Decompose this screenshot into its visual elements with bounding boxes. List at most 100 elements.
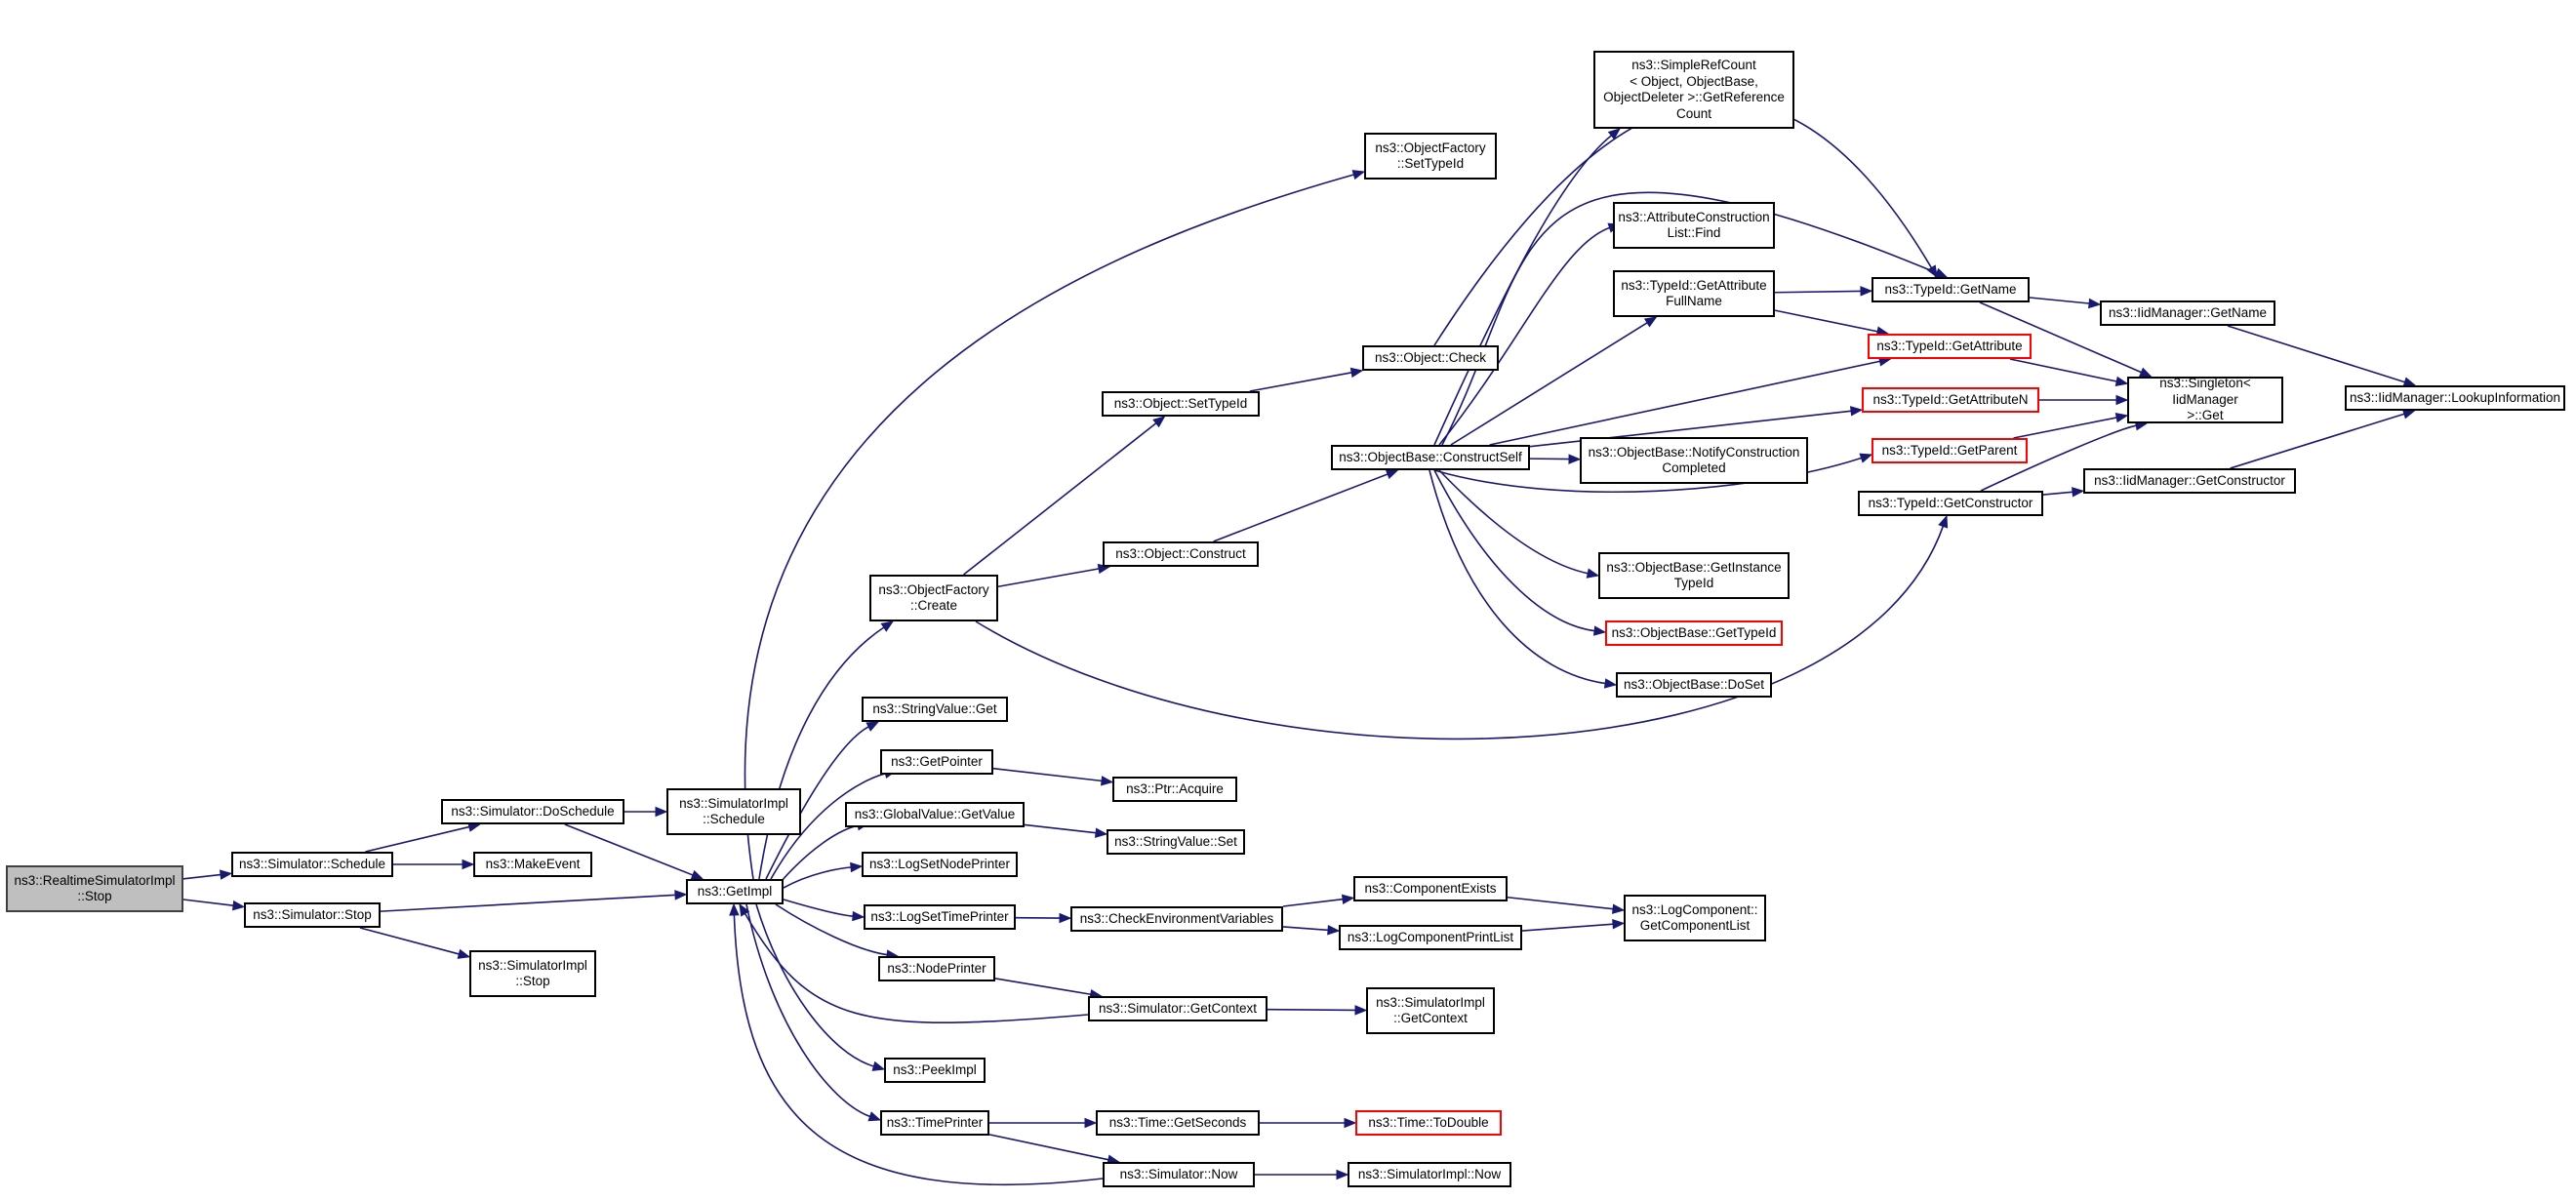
edge-arrowhead [2114,376,2129,386]
node-logcomponentprintlist[interactable]: ns3::LogComponentPrintList [1339,925,1522,950]
edge-object_settypeid-to-object_check [1249,371,1353,392]
edge-ob_constructself-to-typeid_getparent [1433,457,1863,494]
edge-arrowhead [462,859,475,870]
node-ob-getinstancetypeid[interactable]: ns3::ObjectBase::GetInstance TypeId [1598,552,1790,599]
node-typeid-getconstructor[interactable]: ns3::TypeId::GetConstructor [1858,491,2043,516]
edge-arrowhead [1859,453,1873,463]
edge-getimpl-to-of_settypeid [744,173,1355,880]
node-simplerefcount[interactable]: ns3::SimpleRefCount < Object, ObjectBase… [1593,51,1794,129]
node-singleton-get[interactable]: ns3::Singleton< IidManager >::Get [2127,376,2283,423]
node-of-settypeid[interactable]: ns3::ObjectFactory ::SetTypeId [1364,133,1497,180]
node-sim-getcontext[interactable]: ns3::Simulator::GetContext [1088,996,1268,1021]
edge-arrowhead [1354,1005,1368,1016]
node-stringvalue-set[interactable]: ns3::StringValue::Set [1107,829,1245,855]
edge-typeid_getconstructor-to-iidmanager_getconstructor [2042,491,2074,496]
edge-sim_stop-to-simimpl_stop [359,927,461,955]
node-stringvalue-get[interactable]: ns3::StringValue::Get [862,697,1008,722]
edge-ob_constructself-to-typeid_getattribute [1489,360,1881,446]
node-globalvalue-getvalue[interactable]: ns3::GlobalValue::GetValue [845,802,1025,827]
node-attrconstlist-find[interactable]: ns3::AttributeConstruction List::Find [1613,202,1775,249]
node-typeid-getattributen[interactable]: ns3::TypeId::GetAttributeN [1862,387,2039,413]
edge-arrowhead [457,948,471,959]
edge-typeid_getattribute-to-singleton_get [2009,358,2118,382]
node-simimpl-schedule[interactable]: ns3::SimulatorImpl ::Schedule [666,788,801,835]
edge-arrowhead [729,902,740,916]
node-of-create[interactable]: ns3::ObjectFactory ::Create [869,575,998,621]
node-logcomponent-getlist[interactable]: ns3::LogComponent:: GetComponentList [1624,895,1766,941]
node-simimpl-stop[interactable]: ns3::SimulatorImpl ::Stop [469,950,596,997]
edge-arrowhead [1586,568,1600,579]
edge-arrowhead [1084,1117,1098,1129]
edge-checkenvvars-to-componentexists [1282,898,1345,907]
edge-arrowhead [1568,454,1582,464]
node-iidmanager-getconstructor[interactable]: ns3::IidManager::GetConstructor [2083,468,2296,494]
node-sim-schedule[interactable]: ns3::Simulator::Schedule [231,852,393,877]
edge-arrowhead [1938,514,1949,529]
node-iidmanager-lookup[interactable]: ns3::IidManager::LookupInformation [2345,385,2565,411]
node-ptr-acquire[interactable]: ns3::Ptr::Acquire [1112,777,1237,802]
edge-arrowhead [2401,409,2416,420]
node-componentexists[interactable]: ns3::ComponentExists [1353,876,1508,901]
edge-getimpl-to-of_create [758,625,886,880]
node-sim-doschedule[interactable]: ns3::Simulator::DoSchedule [441,799,624,824]
node-simimpl-getcontext[interactable]: ns3::SimulatorImpl ::GetContext [1366,987,1495,1034]
edge-arrowhead [1849,406,1864,417]
node-iidmanager-getname[interactable]: ns3::IidManager::GetName [2100,300,2275,326]
node-typeid-getparent[interactable]: ns3::TypeId::GetParent [1872,438,2028,463]
edge-ob_constructself-to-typeid_getattrfullname [1450,321,1649,446]
edge-ob_constructself-to-attrconstlist_find [1438,226,1611,446]
node-simimpl-now[interactable]: ns3::SimulatorImpl::Now [1348,1162,1511,1187]
node-object-settypeid[interactable]: ns3::Object::SetTypeId [1102,391,1260,417]
edge-arrowhead [1612,919,1626,930]
edge-sim_doschedule-to-getimpl [564,823,695,877]
node-typeid-getattrfullname[interactable]: ns3::TypeId::GetAttribute FullName [1613,270,1775,317]
node-nodeprinter[interactable]: ns3::NodePrinter [878,956,995,981]
edge-arrowhead [1592,625,1607,636]
edge-arrowhead [219,869,233,880]
node-sim-stop[interactable]: ns3::Simulator::Stop [244,902,381,928]
node-object-construct[interactable]: ns3::Object::Construct [1103,541,1259,567]
node-makeevent[interactable]: ns3::MakeEvent [473,852,592,877]
edge-arrowhead [1100,776,1114,786]
edge-typeid_getattrfullname-to-typeid_getname [1774,290,1863,294]
node-ob-gettypeid[interactable]: ns3::ObjectBase::GetTypeId [1605,620,1783,646]
edge-arrowhead [1643,316,1658,328]
node-typeid-getname[interactable]: ns3::TypeId::GetName [1872,277,2030,302]
edge-arrowhead [1341,894,1355,904]
edge-logcomponentprintlist-to-logcomponent_getlist [1521,923,1615,932]
edge-arrowhead [867,1111,882,1122]
edge-realtime_stop-to-sim_stop [182,899,235,907]
node-ob-notifyconstruction[interactable]: ns3::ObjectBase::NotifyConstruction Comp… [1580,437,1808,484]
node-object-check[interactable]: ns3::Object::Check [1362,345,1499,371]
node-sim-now[interactable]: ns3::Simulator::Now [1103,1162,1255,1187]
edge-iidmanager_getname-to-iidmanager_lookup [2227,325,2406,383]
node-checkenvvars[interactable]: ns3::CheckEnvironmentVariables [1070,906,1283,932]
edge-arrowhead [1336,1169,1349,1180]
edge-sim_getcontext-to-simimpl_getcontext [1267,1008,1357,1012]
node-time-todouble[interactable]: ns3::Time::ToDouble [1355,1110,1502,1136]
edge-typeid_getattrfullname-to-typeid_getattribute [1774,309,1879,333]
node-logsetnodeprinter[interactable]: ns3::LogSetNodePrinter [862,852,1018,877]
edge-componentexists-to-logcomponent_getlist [1507,896,1615,910]
node-time-getseconds[interactable]: ns3::Time::GetSeconds [1096,1110,1260,1136]
node-timeprinter[interactable]: ns3::TimePrinter [880,1110,989,1136]
edge-arrowhead [655,806,668,818]
edge-globalvalue_getvalue-to-stringvalue_set [1024,823,1098,834]
node-getpointer[interactable]: ns3::GetPointer [880,749,993,775]
node-ob-doset[interactable]: ns3::ObjectBase::DoSet [1616,672,1772,698]
edge-arrowhead [852,910,865,922]
edge-arrowhead [1611,903,1626,914]
node-ob-constructself[interactable]: ns3::ObjectBase::ConstructSelf [1331,445,1530,470]
node-getimpl[interactable]: ns3::GetImpl [686,879,784,904]
edge-arrowhead [1934,267,1949,278]
edge-ob_constructself-to-ob_gettypeid [1433,469,1596,632]
edge-arrowhead [1094,827,1108,838]
node-realtime-stop: ns3::RealtimeSimulatorImpl ::Stop [6,865,183,912]
edge-timeprinter-to-sim_now [988,1134,1110,1161]
node-typeid-getattribute[interactable]: ns3::TypeId::GetAttribute [1868,334,2032,359]
edge-object_construct-to-ob_constructself [1213,472,1389,542]
edge-arrowhead [1607,128,1622,140]
edge-getimpl-to-getpointer [770,772,887,880]
node-logsettimeprinter[interactable]: ns3::LogSetTimePrinter [864,904,1016,930]
node-peekimpl[interactable]: ns3::PeekImpl [884,1058,986,1083]
